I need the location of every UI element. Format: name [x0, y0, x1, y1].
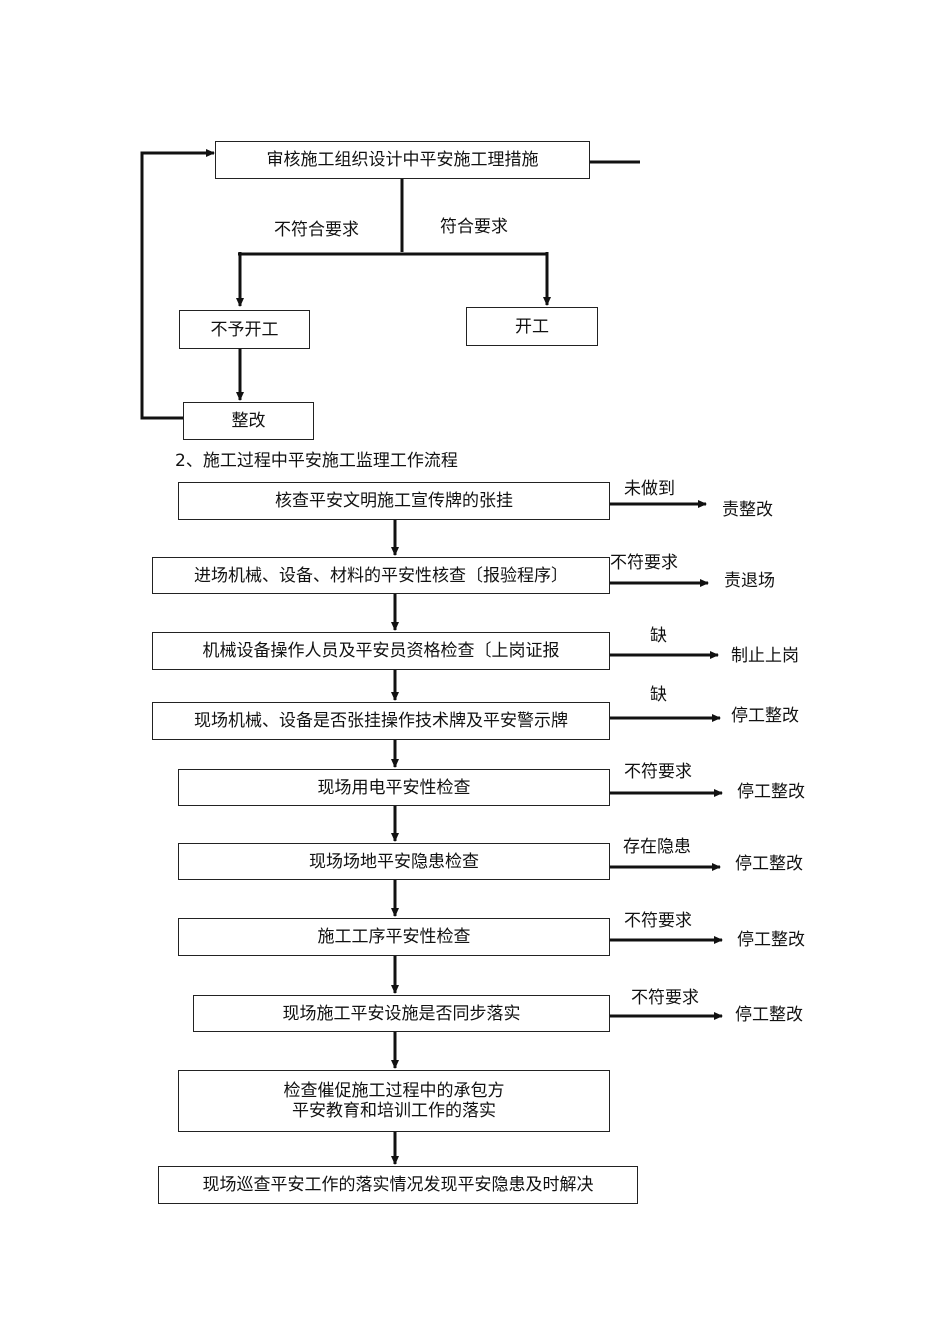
rectify-box: 整改 [183, 402, 314, 440]
result-label-2: 责退场 [724, 571, 775, 591]
step-box-6: 现场场地平安隐患检查 [178, 843, 610, 880]
not-ok-label: 不符合要求 [274, 220, 359, 240]
step-box-10: 现场巡查平安工作的落实情况发现平安隐患及时解决 [158, 1166, 638, 1204]
result-label-7: 停工整改 [737, 930, 805, 950]
condition-label-1: 未做到 [624, 479, 675, 499]
result-label-6: 停工整改 [735, 854, 803, 874]
step-box-1: 核查平安文明施工宣传牌的张挂 [178, 482, 610, 520]
section-heading: 2、施工过程中平安施工监理工作流程 [175, 451, 458, 471]
condition-label-7: 不符要求 [624, 911, 692, 931]
step-box-5: 现场用电平安性检查 [178, 769, 610, 806]
step-box-7: 施工工序平安性检查 [178, 918, 610, 956]
connector-feedback-loop [140, 151, 208, 420]
result-label-8: 停工整改 [735, 1005, 803, 1025]
result-label-5: 停工整改 [737, 782, 805, 802]
result-label-1: 责整改 [722, 500, 773, 520]
no-start-box: 不予开工 [179, 310, 310, 349]
step-box-9: 检查催促施工过程中的承包方 平安教育和培训工作的落实 [178, 1070, 610, 1132]
step-box-2: 进场机械、设备、材料的平安性核查〔报验程序〕 [152, 557, 610, 594]
result-label-4: 停工整改 [731, 706, 799, 726]
ok-label: 符合要求 [440, 217, 508, 237]
step-box-3: 机械设备操作人员及平安员资格检查〔上岗证报 [152, 632, 610, 670]
condition-label-2: 不符要求 [610, 553, 678, 573]
condition-label-8: 不符要求 [631, 988, 699, 1008]
condition-label-3: 缺 [650, 626, 667, 646]
result-label-3: 制止上岗 [731, 646, 799, 666]
condition-label-5: 不符要求 [624, 762, 692, 782]
step-box-8: 现场施工平安设施是否同步落实 [193, 995, 610, 1032]
start-box: 开工 [466, 307, 598, 346]
condition-label-4: 缺 [650, 685, 667, 705]
condition-label-6: 存在隐患 [623, 837, 691, 857]
review-measures-box: 审核施工组织设计中平安施工理措施 [215, 141, 590, 179]
step-box-4: 现场机械、设备是否张挂操作技术牌及平安警示牌 [152, 702, 610, 740]
